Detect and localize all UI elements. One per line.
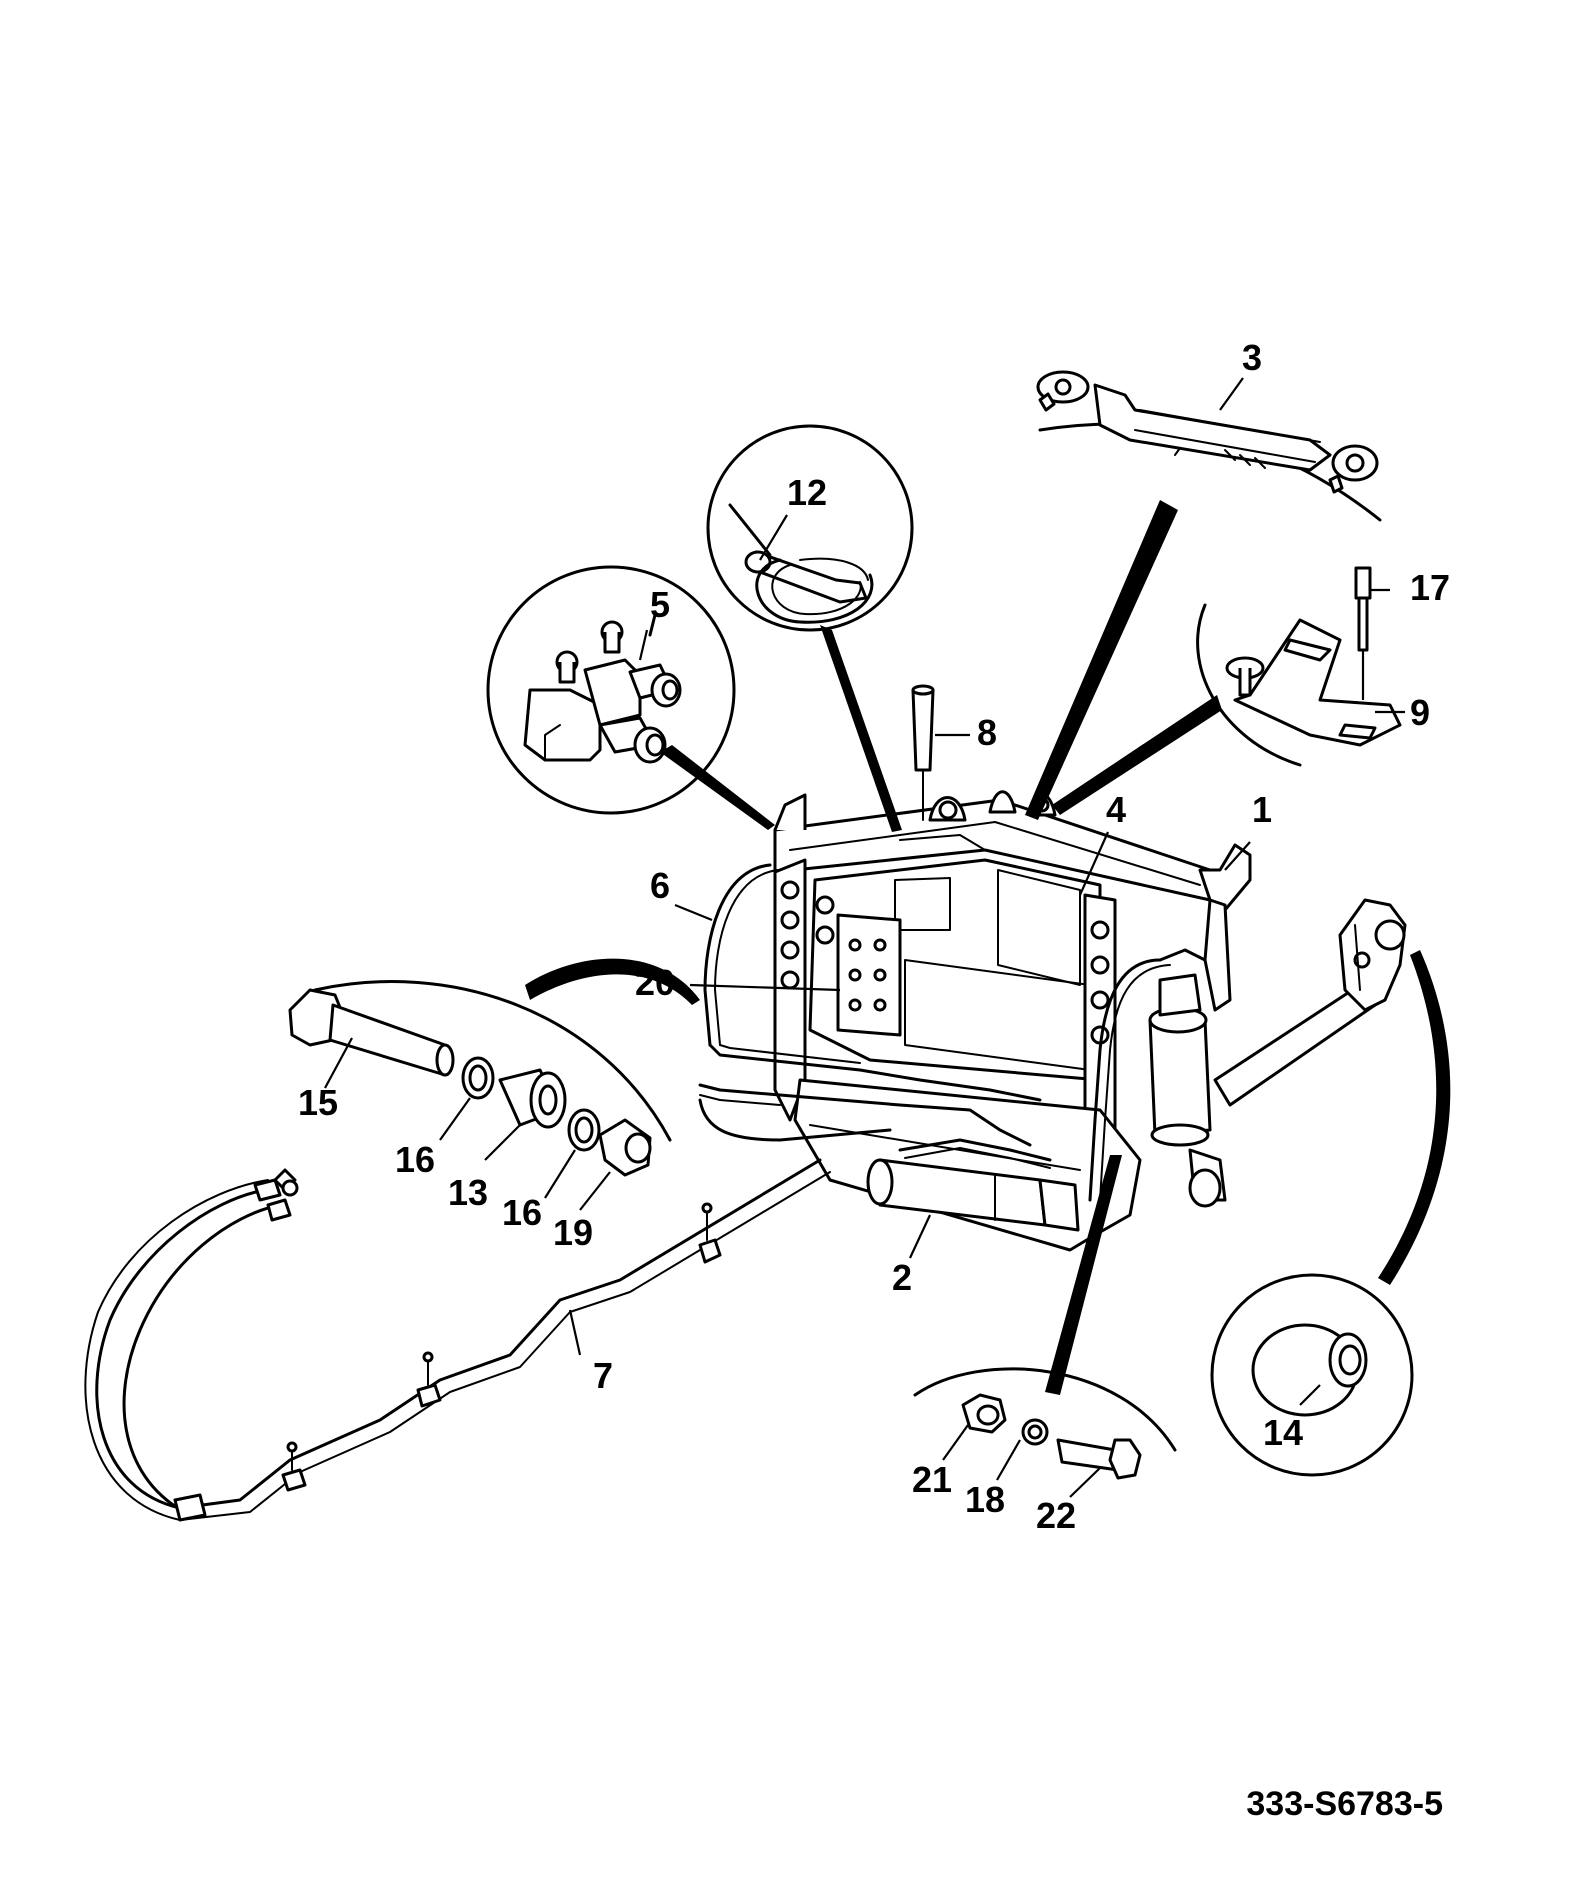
callout-6: 6 — [650, 865, 670, 906]
valve-detail — [486, 565, 736, 815]
callout-9: 9 — [1410, 692, 1430, 733]
bracket-detail — [1196, 566, 1402, 767]
callout-8: 8 — [977, 712, 997, 753]
callout-13: 13 — [448, 1172, 488, 1213]
hydraulic-hoses — [698, 863, 1207, 1202]
callout-7: 7 — [593, 1355, 613, 1396]
detail-pointers — [525, 500, 1451, 1395]
callout-16b: 16 — [502, 1192, 542, 1233]
callout-14: 14 — [1263, 1412, 1303, 1453]
callout-labels: 1 2 3 4 5 6 7 8 9 12 13 14 15 16 16 17 1… — [298, 337, 1450, 1536]
lynch-pin-detail — [706, 424, 914, 632]
ball-end-detail — [1210, 1273, 1414, 1477]
leader-lines — [324, 377, 1405, 1498]
drawing-reference-number: 333-S6783-5 — [1246, 1785, 1443, 1823]
callout-3: 3 — [1242, 337, 1262, 378]
callout-17: 17 — [1410, 567, 1450, 608]
callout-15: 15 — [298, 1082, 338, 1123]
bolt-spacer-detail — [288, 980, 672, 1177]
nut-washer-bolt-detail — [913, 1367, 1177, 1480]
callout-2: 2 — [892, 1257, 912, 1298]
callout-19: 19 — [553, 1212, 593, 1253]
callout-4: 4 — [1106, 789, 1126, 830]
callout-5: 5 — [650, 584, 670, 625]
long-hose-assembly — [84, 1158, 831, 1522]
pin-8 — [911, 684, 935, 821]
callout-20: 20 — [635, 962, 675, 1003]
lower-link-arm — [1213, 898, 1407, 1107]
side-cylinder — [1148, 973, 1227, 1208]
callout-16a: 16 — [395, 1139, 435, 1180]
callout-12: 12 — [787, 472, 827, 513]
lift-cylinder — [866, 1158, 1080, 1232]
callout-18: 18 — [965, 1479, 1005, 1520]
callout-1: 1 — [1252, 789, 1272, 830]
callout-21: 21 — [912, 1459, 952, 1500]
callout-22: 22 — [1036, 1495, 1076, 1536]
top-link-detail — [1036, 370, 1382, 522]
